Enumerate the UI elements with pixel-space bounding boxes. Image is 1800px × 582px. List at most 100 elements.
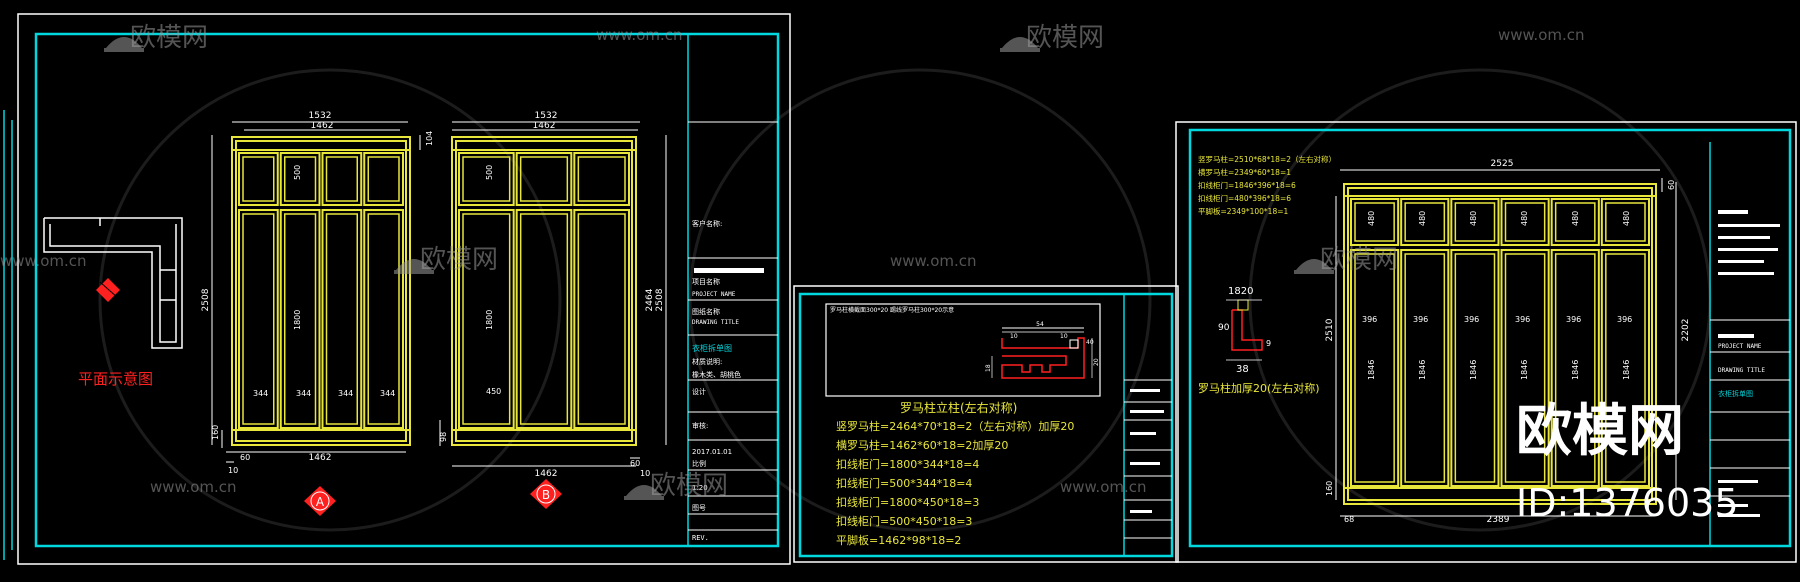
door-panel	[573, 209, 630, 429]
door-width-label: 396	[1515, 315, 1530, 324]
elev-a-base-h: 160	[211, 425, 220, 440]
elevation-a-cabinet	[231, 136, 411, 446]
door-panel	[1550, 249, 1600, 487]
door-panel	[279, 209, 321, 429]
tb-scale: 1:20	[692, 484, 708, 492]
elev-c-inner-h: 2202	[1681, 319, 1691, 342]
sheet-1-border	[17, 13, 791, 565]
elev-a-door-w-3: 344	[338, 389, 353, 398]
profile-caption: 罗马柱加厚20(左右对称)	[1198, 381, 1320, 395]
elev-b-bottom-small: 10	[640, 469, 650, 478]
sheet-2-titleblock-rows	[1124, 379, 1172, 539]
door-panel	[238, 209, 279, 429]
titleblock-rows	[688, 121, 778, 531]
door-panel	[1450, 198, 1500, 246]
elevation-c-cabinet	[1343, 183, 1657, 505]
cut-list-item: 横罗马柱=1462*60*18=2加厚20	[836, 438, 1008, 452]
elev-b-side-h: 2464	[645, 288, 655, 311]
profile-width: 1820	[1228, 286, 1253, 297]
elev-a-lower-door-h: 1800	[293, 310, 302, 330]
door-panel	[515, 209, 573, 429]
section-dim-a: 10	[1010, 333, 1018, 340]
cut-list: 竖罗马柱=2464*70*18=2（左右对称）加厚20 横罗马柱=1462*60…	[836, 419, 1074, 547]
plan-view	[43, 217, 183, 349]
column-profile-detail	[1226, 299, 1263, 361]
sheet-2: 罗马柱横截面300*20 踢线罗马柱300*20示意 54 10 10 18 2…	[793, 285, 1179, 563]
sheet-3-tb-title: 衣柜拆单图	[1718, 389, 1753, 398]
elevation-a-doors	[238, 152, 404, 429]
door-panel	[458, 152, 515, 206]
sheet-3: PROJECT NAME DRAWING TITLE 衣柜拆单图 竖罗马柱=25…	[1175, 121, 1797, 563]
door-panel	[1450, 249, 1500, 487]
sheet-2-frame	[798, 292, 1174, 558]
section-profile	[991, 327, 1093, 379]
section-title: 罗马柱横截面300*20 踢线罗马柱300*20示意	[830, 306, 954, 314]
door-panel	[363, 209, 404, 429]
sofa-icon	[624, 485, 664, 500]
sofa-icon	[1000, 37, 1040, 52]
tb-drawing-no-label: 图号	[692, 504, 706, 512]
elev-b-overall-h: 2508	[655, 288, 665, 311]
watermark-url: www.om.cn	[0, 252, 87, 270]
tb-review-label: 审核:	[692, 421, 708, 430]
watermark-logo-icons	[104, 37, 1334, 500]
door-width-label: 396	[1566, 315, 1581, 324]
watermark-id: ID:1376035	[1516, 481, 1739, 525]
elev-b-lower-door-h: 1800	[485, 310, 494, 330]
door-panel	[1400, 198, 1450, 246]
sheet-3-titleblock-bars	[1718, 210, 1780, 517]
door-panel	[363, 152, 404, 206]
elev-b-base-h: 98	[439, 432, 448, 442]
door-panel	[321, 152, 363, 206]
sheet-3-tb-project: PROJECT NAME	[1718, 343, 1762, 350]
cut-list-item: 平脚板=1462*98*18=2	[836, 533, 961, 547]
door-panel	[1600, 198, 1651, 246]
elevation-b-cabinet	[451, 136, 637, 446]
sofa-icon	[394, 259, 434, 274]
plan-label: 平面示意图	[78, 370, 153, 388]
elevation-b-dim-lines	[439, 121, 667, 467]
sofa-icon	[1294, 259, 1334, 274]
elev-a-bottom-small: 10	[228, 466, 238, 475]
door-panel	[1400, 249, 1450, 487]
cut-list-item: 扣线柜门=500*450*18=3	[836, 514, 972, 528]
marker-a: A	[304, 486, 336, 516]
section-dim-d: 20	[1093, 358, 1100, 366]
note-item: 扣线柜门=480*396*18=6	[1198, 193, 1291, 203]
plan-marker	[96, 278, 120, 302]
sheet-1: 平面示意图 1532 1462 104 2508 160 60 1462 10	[17, 13, 791, 565]
marker-b-label: B	[542, 488, 550, 502]
elevation-a: 1532 1462 104 2508 160 60 1462 10 500 18…	[201, 111, 434, 475]
sheet-3-notes: 竖罗马柱=2510*68*18=2（左右对称） 横罗马柱=2349*60*18=…	[1198, 154, 1336, 216]
cut-list-item: 扣线柜门=1800*344*18=4	[836, 457, 979, 471]
door-upper-h-label: 480	[1571, 211, 1580, 226]
sheet-2-border	[793, 285, 1179, 563]
elev-c-top-right: 60	[1667, 180, 1676, 190]
tb-scale-label: 比例	[692, 459, 706, 468]
door-panel	[321, 209, 363, 429]
door-panel	[458, 209, 515, 429]
door-lower-h-label: 1846	[1418, 360, 1427, 380]
marker-b: B	[530, 479, 562, 509]
door-panel	[1500, 249, 1550, 487]
section-dim-e: 40	[1086, 339, 1094, 346]
cut-list-item: 扣线柜门=500*344*18=4	[836, 476, 972, 490]
elev-b-bottom-main: 1462	[535, 469, 558, 479]
elev-a-top-right: 104	[425, 131, 434, 146]
tb-project-name-label: PROJECT NAME	[692, 291, 736, 298]
watermark-url: www.om.cn	[596, 26, 683, 44]
door-panel	[279, 152, 321, 206]
section-dim-c: 18	[985, 364, 992, 372]
profile-small: 9	[1266, 339, 1271, 348]
elev-b-top-inner: 1462	[533, 121, 556, 131]
elev-c-bottom-left: 68	[1344, 515, 1354, 524]
elev-a-door-w-1: 344	[253, 389, 268, 398]
door-upper-h-label: 480	[1418, 211, 1427, 226]
door-panel	[1600, 249, 1651, 487]
door-upper-h-label: 480	[1622, 211, 1631, 226]
door-panel	[1350, 249, 1400, 487]
tb-date: 2017.01.01	[692, 448, 732, 456]
tb-material: 橡木类、胡桃色	[692, 370, 741, 379]
tb-designer-label: 设计	[692, 387, 706, 396]
tb-drawing-title: 衣柜拆单图	[692, 343, 732, 353]
